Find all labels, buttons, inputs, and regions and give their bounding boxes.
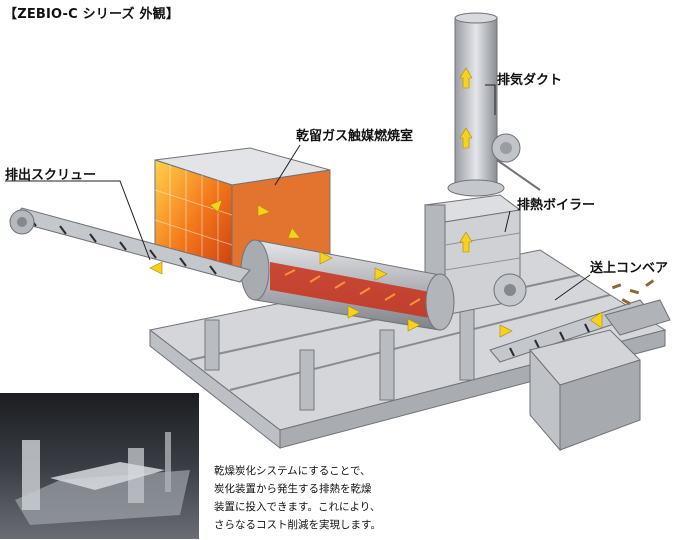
- label-discharge-screw: 排出スクリュー: [5, 168, 97, 183]
- exhaust-duct: [447, 12, 541, 197]
- caption-line: 装置に投入できます。これにより、: [214, 501, 381, 513]
- label-feed-conveyor: 送上コンベア: [590, 261, 669, 276]
- diagram-title: 【ZEBIO-C シリーズ 外観】: [4, 7, 180, 22]
- label-exhaust-duct: 排気ダクト: [497, 73, 563, 88]
- leader-lines: [5, 84, 591, 301]
- feed-conveyor: [489, 279, 671, 363]
- label-exhaust-boiler: 排熱ボイラー: [517, 198, 596, 213]
- drive-unit: [493, 273, 641, 452]
- discharge-screw: [9, 207, 251, 283]
- caption-line: 乾燥炭化システムにすることで、: [214, 465, 371, 477]
- label-combustion-chamber: 乾留ガス触媒燃焼室: [296, 129, 414, 144]
- product-photo: [0, 393, 199, 539]
- flow-arrows: [149, 67, 603, 338]
- caption-line: さらなるコスト削減を実現します。: [214, 519, 381, 531]
- caption-line: 炭化装置から発生する排熱を乾燥: [214, 483, 372, 495]
- caption-text: 乾燥炭化システムにすることで、 炭化装置から発生する排熱を乾燥 装置に投入できま…: [214, 462, 444, 534]
- support-legs: [204, 299, 475, 411]
- rotary-drum: [240, 239, 455, 331]
